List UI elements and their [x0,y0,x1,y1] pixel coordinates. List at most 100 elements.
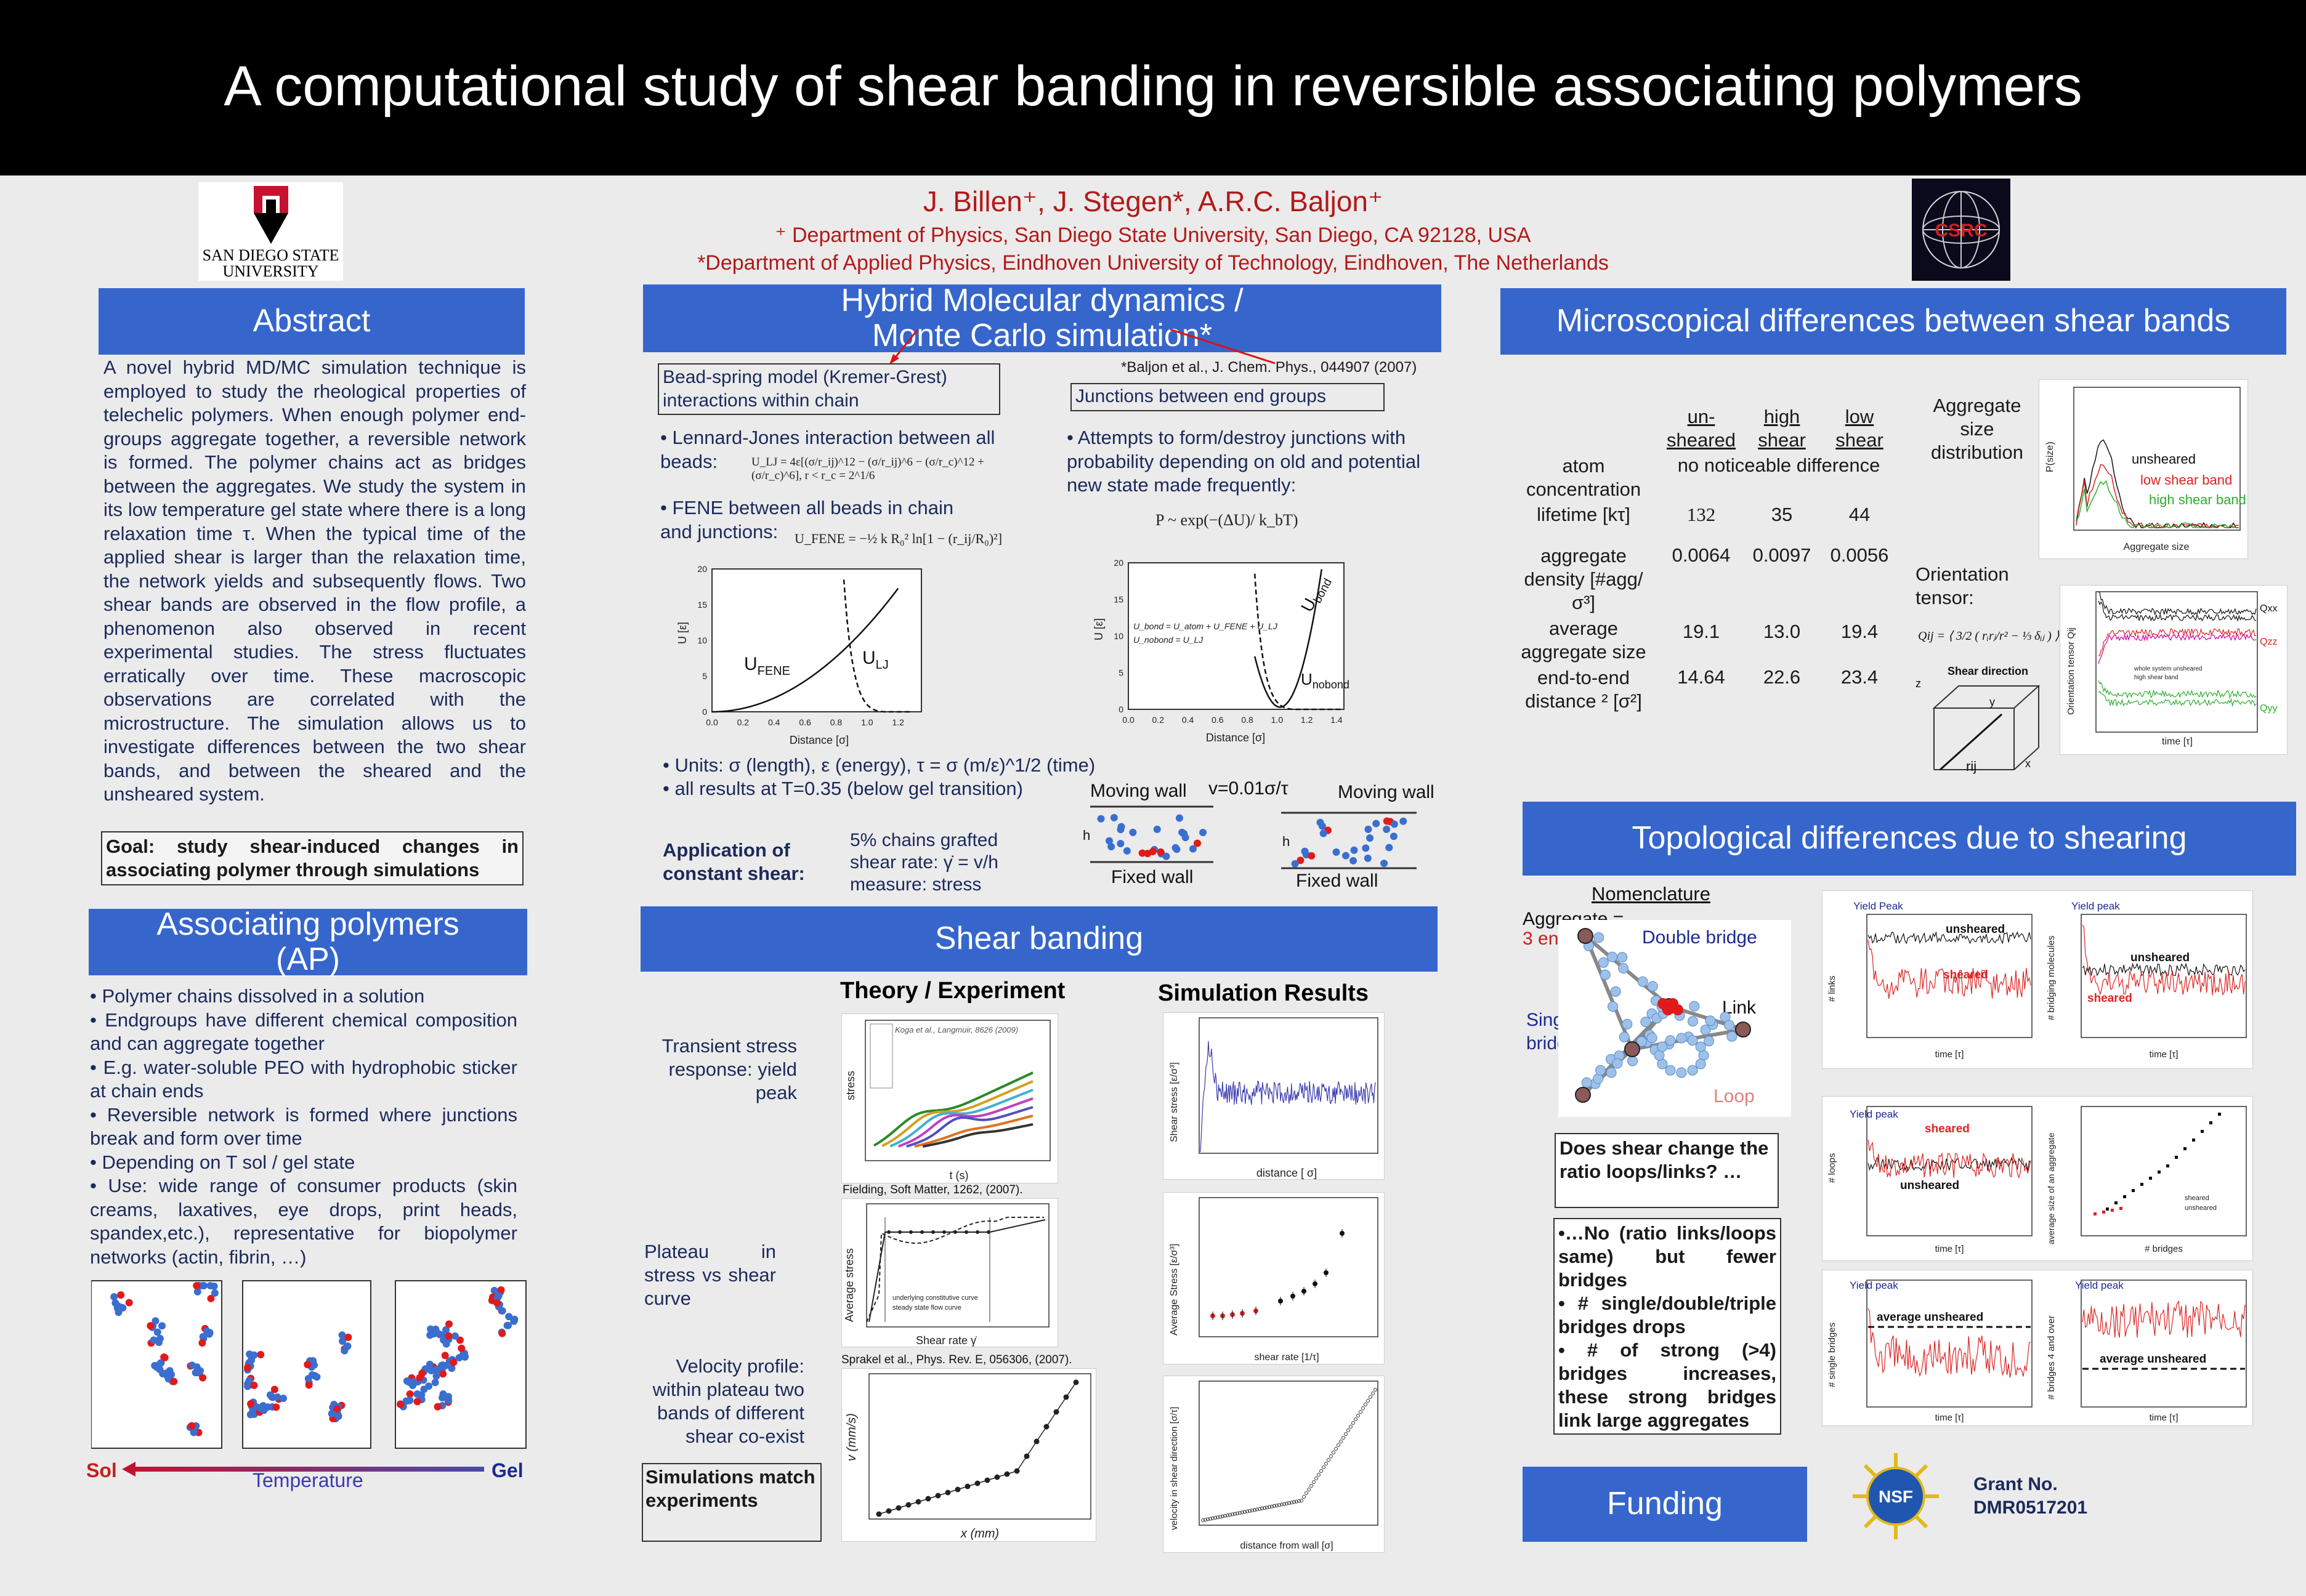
bead [156,1334,164,1342]
data-point [1329,1454,1333,1458]
y-axis-label: # links [1827,975,1837,1002]
yield-peak-label: Yield peak [2071,900,2120,912]
bead [153,1328,161,1336]
tick-label: 15 [1114,595,1123,605]
data-point [1233,1512,1237,1516]
data-point [1226,1513,1229,1517]
bead [1175,814,1183,822]
bead [426,1360,434,1368]
data-point [1287,1501,1291,1505]
lj-formula: U_LJ = 4ε[(σ/r_ij)^12 − (σ/r_ij)^6 − (σ/… [751,456,984,482]
endgroup [1624,1041,1640,1057]
match-box: Simulations match experiments [642,1463,822,1542]
data-point [1277,1503,1281,1507]
bead [211,1289,219,1297]
network-illustrations [91,1278,535,1452]
tick-label: 20 [697,564,707,574]
data-point [1349,1425,1353,1429]
data-point [974,1480,981,1486]
loop-label: Loop [1713,1086,1755,1106]
bead [117,1304,125,1312]
answer-item: •…No (ratio links/loops same) but fewer … [1558,1222,1776,1291]
micro-table: un-sheared high shear low shear atom con… [1508,404,1898,714]
bead [432,1367,440,1375]
data-point [1248,1509,1252,1513]
bead [1636,1036,1647,1047]
tick-label: 0.2 [737,717,750,727]
bead [249,1406,257,1414]
data-point [1073,1379,1079,1385]
loop-bead [1665,1065,1676,1076]
data-point [931,1230,935,1234]
data-point [1063,1394,1069,1400]
x-axis-label: x (mm) [960,1527,999,1541]
bead [1598,957,1609,968]
exp-velocity-chart: x (mm) v (mm/s) [845,1373,1091,1541]
data-point [1351,1421,1355,1425]
data-point [1255,1507,1259,1512]
bead [434,1403,442,1411]
shear-banding-heading: Shear banding [641,906,1438,972]
tick-label: 0.4 [768,717,780,727]
data-point [1275,1504,1279,1507]
data-point [1297,1499,1301,1503]
bead [1364,854,1372,862]
data-point [1366,1399,1370,1403]
data-point [2218,1113,2221,1116]
nsf-text: NSF [1879,1487,1913,1506]
x-axis-label: Distance [σ] [1206,732,1265,744]
data-point [1268,1505,1271,1509]
bead [431,1379,439,1387]
tick-label: 1.0 [861,717,873,727]
poster-title: A computational study of shear banding i… [224,55,2082,118]
unsheared-label: unsheared [1900,1179,1959,1192]
bead [1610,986,1621,997]
data-point [1250,1509,1254,1512]
data-point [994,1474,1000,1480]
tick-label: 0.0 [1122,715,1135,725]
bead [250,1381,258,1389]
endgroup [1735,1022,1751,1038]
bead [406,1390,414,1398]
loop-bead [1695,1058,1706,1070]
orientation-label: Orientation tensor: [1916,563,2009,608]
y-axis-label: Shear stress [ε/σ³] [1169,1062,1179,1142]
orientation-panel: time [τ] Orientation tensor Qij Qxx Qzz … [2060,585,2288,755]
author-line: J. Billen⁺, J. Stegen*, A.R.C. Baljon⁺ [923,185,1383,217]
data-point [1285,1501,1289,1505]
bead [1129,828,1137,836]
ap-bullet: • Reversible network is formed where jun… [90,1103,517,1150]
temperature-arrow-icon [122,1462,484,1477]
sheared-label: sheared [1925,1122,1970,1135]
network-box [395,1280,527,1449]
fixed-wall-label-2: Fixed wall [1296,871,1378,891]
loop-bead [1676,1067,1687,1078]
data-point [2102,1211,2105,1214]
data-point [2175,1156,2178,1159]
bead [1612,1058,1623,1069]
data-point [2192,1139,2195,1142]
bead [147,1322,155,1330]
tick-label: 1.0 [1271,715,1284,725]
tick-label: 0.4 [1182,715,1194,725]
bead [1608,1001,1619,1012]
nsf-icon: NSF [1853,1453,1939,1539]
nomenclature-panel: Double bridge Link Loop [1558,920,1791,1117]
data-point [1218,1515,1222,1519]
unsheared-series [2082,962,2246,977]
data-point [887,1230,891,1234]
loop-bead [1695,1041,1706,1052]
bead [1308,852,1316,860]
bead [305,1381,313,1389]
bead [1366,834,1374,842]
data-point [1024,1453,1030,1459]
avg-unsheared-label: average unsheared [1877,1311,1983,1324]
exp-stress-panel: t (s) stress Koga et al., Langmuir, 8626… [841,1014,1058,1183]
tick-label: 5 [1119,668,1123,678]
x-axis-label: distance [ σ] [1256,1167,1317,1179]
orientation-formula: Qij = ⟨ 3/2 ( rᵢrⱼ/r² − ⅓ δᵢⱼ ) ⟩ [1918,629,2060,643]
tensor-series [2098,591,2257,616]
data-point [1327,1458,1330,1462]
yield-peak-label: Yield Peak [1853,900,1903,912]
bead [193,1288,201,1296]
